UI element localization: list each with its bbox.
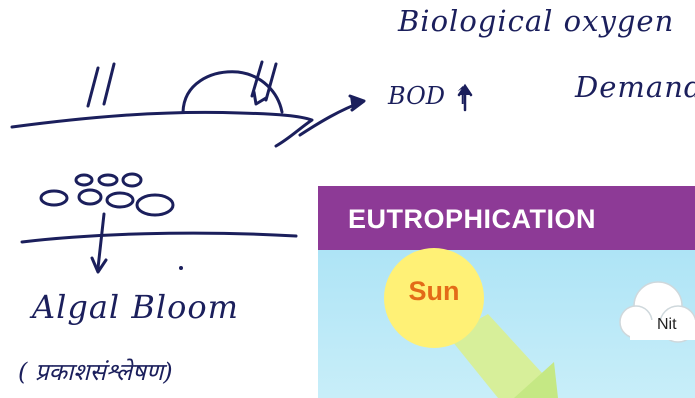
title-banner: EUTROPHICATION	[318, 186, 695, 250]
algal-bloom-note: Algal Bloom	[32, 288, 239, 326]
photosynthesis-hindi-note: ( प्रकाशसंश्लेषण)	[18, 355, 173, 388]
demand-note: Demand	[575, 70, 695, 104]
water-surface-lower	[22, 233, 296, 242]
algae-oval-1	[76, 175, 92, 185]
eutrophication-title: EUTROPHICATION	[348, 204, 596, 235]
gas-dash-2	[104, 64, 114, 104]
bod-arrowhead	[350, 96, 364, 110]
algae-oval-3	[123, 174, 141, 186]
gas-dash-1	[88, 68, 98, 106]
algae-oval-7	[137, 195, 173, 215]
bod-note: BOD ↑	[388, 82, 473, 110]
sun-icon: Sun	[384, 248, 484, 348]
water-surface-upper	[12, 112, 312, 146]
algae-oval-4	[41, 191, 67, 205]
nitrogen-label: Nit	[657, 316, 677, 334]
biological-oxygen-note: Biological oxygen	[398, 4, 674, 38]
algal-down-arrow	[98, 214, 104, 268]
eutrophication-infographic: Nit EUTROPHICATION Sun	[318, 186, 695, 398]
ink-dot	[179, 266, 183, 270]
cloud-icon	[618, 266, 695, 346]
arc-arrowhead	[254, 92, 266, 104]
algae-oval-5	[79, 190, 101, 204]
algae-oval-6	[107, 193, 133, 207]
sun-label: Sun	[384, 276, 484, 307]
algae-oval-2	[99, 175, 117, 185]
